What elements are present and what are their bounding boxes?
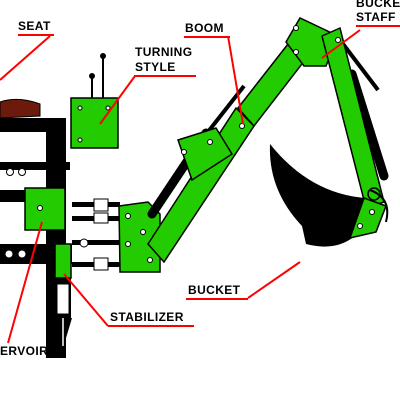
- label-bucket: BUCKET: [188, 283, 241, 297]
- label-bucket-staff-line2: STAFF: [356, 10, 396, 24]
- leader-bucket-staff: [321, 29, 361, 59]
- label-turning-style-line2: STYLE: [135, 60, 176, 74]
- boom-arm: [147, 17, 339, 264]
- leader-seat: [0, 35, 51, 81]
- underline-boom: [184, 36, 230, 38]
- leader-reservoir: [7, 221, 43, 344]
- bucket: [269, 144, 389, 247]
- underline-turning-style: [134, 75, 196, 77]
- lever-knob: [100, 53, 106, 59]
- frame-bar-bottom: [0, 244, 72, 264]
- seat-base: [0, 118, 60, 132]
- cross-shafts: [72, 198, 120, 271]
- stabilizer-leg: [54, 243, 72, 348]
- frame-bolt: [18, 168, 26, 176]
- turning-style-box: [70, 53, 119, 149]
- leader-stabilizer: [63, 273, 109, 327]
- frame-bar-upper: [0, 162, 70, 170]
- label-reservoir: ERVOIR: [0, 344, 49, 358]
- label-boom: BOOM: [185, 21, 224, 35]
- frame-bolt: [6, 168, 14, 176]
- mounting-plate: [24, 187, 66, 231]
- underline-stabilizer: [108, 325, 194, 327]
- leader-bucket: [247, 261, 301, 299]
- label-turning-style-line1: TURNING: [135, 45, 193, 59]
- frame-bolt: [17, 249, 27, 259]
- label-seat: SEAT: [18, 19, 51, 33]
- leader-lines: [0, 29, 361, 344]
- bucket-staff: [321, 26, 389, 209]
- label-bucket-staff-line1: BUCKET: [356, 0, 400, 10]
- frame-bolt: [4, 249, 14, 259]
- box-bolt: [77, 105, 83, 111]
- leader-boom: [227, 35, 244, 125]
- underline-seat: [18, 34, 54, 36]
- underline-bucket: [186, 298, 248, 300]
- leader-turning-style: [99, 75, 136, 125]
- label-stabilizer: STABILIZER: [110, 310, 184, 324]
- box-bolt: [77, 137, 83, 143]
- underline-bucket-staff: [356, 25, 400, 27]
- lever-knob: [89, 73, 95, 79]
- box-bolt: [105, 105, 111, 111]
- seat: [0, 98, 41, 119]
